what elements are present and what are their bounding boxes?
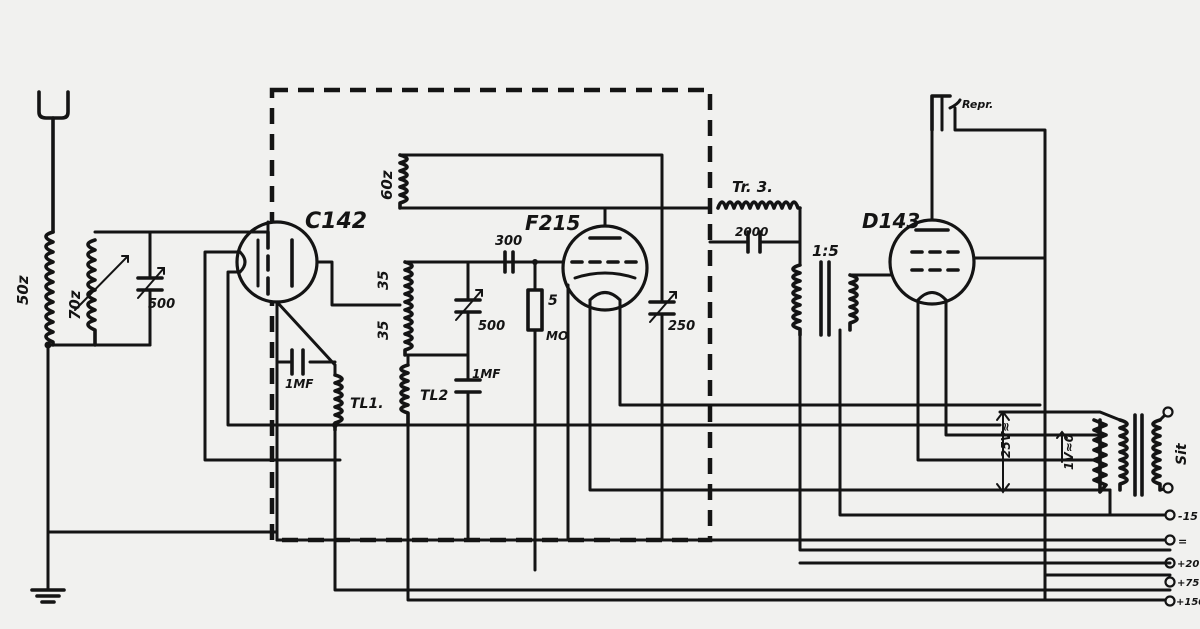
reaction-coil	[398, 153, 712, 210]
terminal-minus15	[1164, 509, 1176, 521]
d143-filament-b	[944, 298, 1092, 437]
c142-screen-wire	[275, 300, 337, 367]
d143-filament-a	[916, 298, 1092, 462]
label-res-mo: MO	[546, 329, 568, 343]
terminal-plus150	[1164, 595, 1176, 607]
terminal-plus75	[1164, 576, 1176, 588]
voltage-indicator-25v	[996, 410, 1010, 494]
choke-tl1	[333, 363, 1172, 592]
mains-transformer	[998, 410, 1170, 497]
label-tube3: D143	[862, 209, 920, 233]
choke-tl2	[399, 353, 1172, 602]
mains-terminal-2	[1162, 482, 1174, 494]
filament-potentiometer	[1088, 418, 1108, 494]
label-speaker: Repr.	[962, 98, 993, 111]
cap-250	[648, 206, 677, 542]
label-cap-1mf-a: 1MF	[285, 377, 314, 391]
label-coil-grid: 70z	[66, 290, 84, 320]
label-coil-35b: 35	[376, 320, 392, 340]
grid-leak-resistor	[526, 260, 544, 572]
cap-2000	[708, 230, 802, 254]
label-coil-reaction: 60z	[378, 170, 396, 200]
label-equals: =	[1178, 535, 1187, 548]
label-tl1: TL1.	[350, 396, 384, 412]
label-plus150: +150	[1176, 597, 1200, 608]
ground-icon	[30, 588, 66, 604]
label-mains: Sit	[1174, 442, 1190, 465]
label-plus75: +75	[1177, 578, 1199, 589]
terminal-equals	[1164, 534, 1176, 546]
choke-tr3	[716, 200, 802, 267]
label-cap-500b: 500	[478, 319, 505, 334]
c142-filament-b	[226, 270, 1002, 427]
label-coil-35a: 35	[376, 270, 392, 290]
voltage-indicator-1v	[1056, 430, 1068, 463]
label-tl2: TL2	[420, 388, 448, 404]
tube-d143	[888, 218, 1047, 306]
label-res-5: 5	[548, 293, 558, 309]
coupling-coil	[403, 260, 537, 357]
c142-plate-wire	[315, 260, 402, 307]
label-plus20: +20	[1177, 559, 1199, 570]
label-tr3: Tr. 3.	[732, 178, 773, 196]
cap-1mf-a	[275, 348, 337, 376]
label-coil-ant: 50z	[14, 275, 32, 305]
label-cap-500a: 500	[148, 297, 175, 312]
tube-c142	[235, 220, 319, 304]
mains-terminal-1	[1162, 406, 1174, 418]
label-v25: 25V≈	[999, 422, 1013, 458]
label-cap-250: 250	[668, 319, 695, 334]
cap-300	[503, 250, 515, 274]
tube-f215	[561, 224, 649, 312]
antenna-symbol	[37, 90, 70, 234]
cap-1mf-b	[454, 353, 482, 542]
f215-filament-a	[588, 298, 1112, 492]
label-cap-1mf-b: 1MF	[472, 367, 501, 381]
label-tube1: C142	[305, 209, 367, 234]
label-ratio: 1:5	[812, 242, 839, 260]
tuning-capacitor	[136, 230, 165, 347]
label-minus15: -15	[1178, 510, 1198, 523]
shield-box	[269, 87, 713, 543]
f215-filament-b	[618, 298, 1042, 407]
transformer-1-5	[791, 260, 1172, 552]
tuning-capacitor-2	[454, 260, 483, 357]
label-v1: 1V≈0	[1062, 434, 1076, 470]
antenna-coil	[44, 230, 55, 347]
label-tube2: F215	[525, 211, 580, 235]
c142-grid-wire	[148, 220, 270, 234]
label-cap-2000: 2000	[735, 225, 768, 239]
label-cap-300: 300	[495, 234, 522, 249]
speaker-icon	[930, 94, 1047, 602]
c142-filament-a	[203, 250, 342, 462]
grid-coil	[74, 230, 152, 347]
